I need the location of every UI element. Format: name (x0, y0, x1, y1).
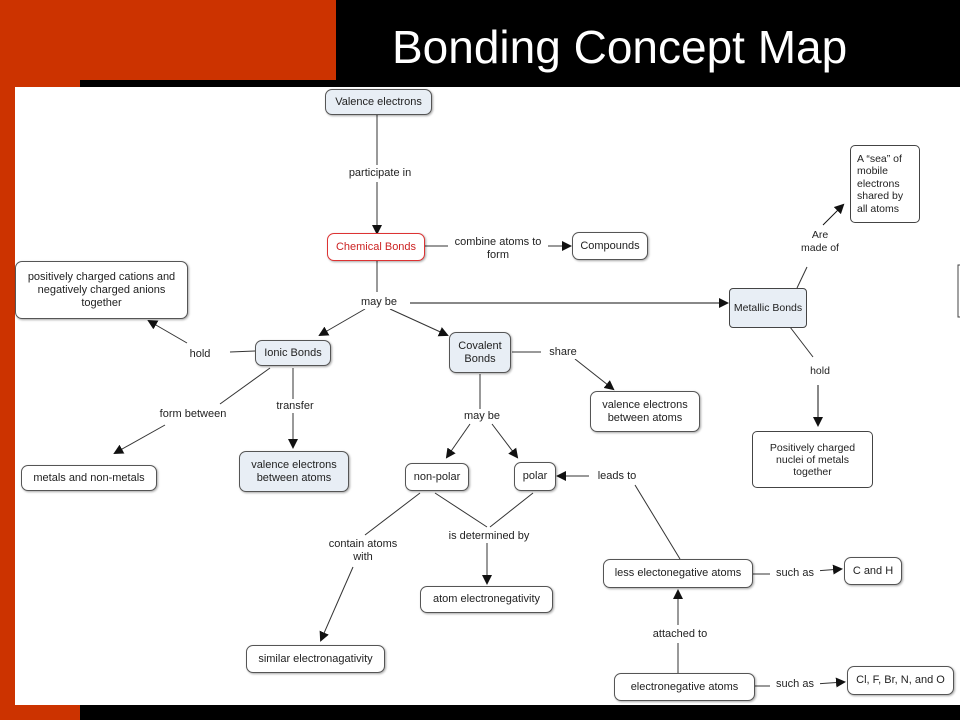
node-halogens[interactable]: Cl, F, Br, N, and O (847, 666, 954, 695)
link-participate-in: participate in (338, 167, 422, 180)
node-metallic-bonds[interactable]: Metallic Bonds (729, 288, 807, 328)
node-ionic-bonds[interactable]: Ionic Bonds (255, 340, 331, 366)
node-non-polar[interactable]: non-polar (405, 463, 469, 491)
link-such-as-1: such as (770, 567, 820, 580)
link-leads-to: leads to (589, 470, 645, 483)
link-form-between: form between (147, 408, 239, 421)
node-c-and-h[interactable]: C and H (844, 557, 902, 585)
node-covalent-bonds[interactable]: Covalent Bonds (449, 332, 511, 373)
link-is-determined-by: is determined by (438, 530, 540, 543)
node-valence-electrons[interactable]: Valence electrons (325, 89, 432, 115)
node-cations-anions[interactable]: positively charged cations and negativel… (15, 261, 188, 319)
node-compounds[interactable]: Compounds (572, 232, 648, 260)
node-chemical-bonds[interactable]: Chemical Bonds (327, 233, 425, 261)
node-similar-electronegativity[interactable]: similar electronagativity (246, 645, 385, 673)
link-may-be-1: may be (350, 296, 408, 309)
slide-title: Bonding Concept Map (392, 21, 848, 73)
node-electronegative-atoms[interactable]: electronegative atoms (614, 673, 755, 701)
link-transfer: transfer (266, 400, 324, 413)
link-may-be-2: may be (453, 410, 511, 423)
link-hold-metallic: hold (803, 365, 837, 378)
link-share: share (541, 346, 585, 359)
node-sea-of-electrons[interactable]: A “sea” of mobile electrons shared by al… (850, 145, 920, 223)
link-hold-ionic: hold (181, 348, 219, 361)
node-positively-charged-nuclei[interactable]: Positively charged nuclei of metals toge… (752, 431, 873, 488)
connector-lines (113, 115, 960, 688)
orange-top-bar (0, 0, 336, 80)
link-attached-to: attached to (641, 628, 719, 641)
node-metals-nonmetals[interactable]: metals and non-metals (21, 465, 157, 491)
link-such-as-2: such as (770, 678, 820, 691)
link-contain-atoms-with: contain atoms with (323, 538, 403, 564)
node-valence-between-ionic[interactable]: valence electrons between atoms (239, 451, 349, 492)
node-valence-between-covalent[interactable]: valence electrons between atoms (590, 391, 700, 432)
node-less-electronegative-atoms[interactable]: less electonegative atoms (603, 559, 753, 588)
link-are-made-of: Are made of (801, 229, 839, 254)
node-atom-electronegativity[interactable]: atom electronegativity (420, 586, 553, 613)
link-combine-atoms: combine atoms to form (448, 236, 548, 262)
node-polar[interactable]: polar (514, 462, 556, 491)
concept-map-canvas: Valence electrons Chemical Bonds Compoun… (15, 87, 960, 705)
